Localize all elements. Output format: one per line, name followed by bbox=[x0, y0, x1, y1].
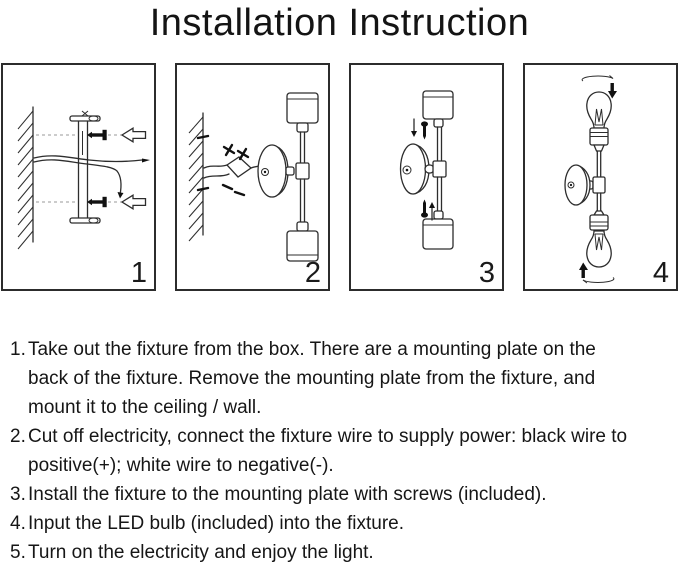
screw-icon bbox=[87, 129, 107, 208]
instruction-number: 1. bbox=[10, 339, 26, 360]
step-panels-row: 1 bbox=[1, 63, 678, 291]
instruction-text: Turn on the electricity and enjoy the li… bbox=[28, 542, 374, 563]
screw-alignment-dashes bbox=[36, 134, 143, 203]
push-direction-arrow-icon bbox=[120, 127, 147, 210]
wire-twist-connection bbox=[203, 143, 274, 197]
edison-bulb-top bbox=[586, 91, 612, 129]
canopy-plate bbox=[564, 164, 591, 206]
instruction-text: Input the LED bulb (included) into the f… bbox=[28, 513, 405, 534]
canopy-plate bbox=[257, 144, 295, 198]
step-1-panel: 1 bbox=[1, 63, 156, 291]
instruction-item-5: 5.Turn on the electricity and enjoy the … bbox=[10, 538, 679, 567]
instruction-item-4: 4.Input the LED bulb (included) into the… bbox=[10, 509, 679, 538]
screw-direction-arrow-icon bbox=[411, 118, 435, 221]
instruction-text: Install the fixture to the mounting plat… bbox=[28, 484, 547, 505]
wire bbox=[33, 155, 150, 199]
edison-bulb-bottom bbox=[586, 230, 612, 268]
bulb-direction-arrow-icon bbox=[579, 83, 617, 278]
step-number: 2 bbox=[304, 257, 321, 289]
step-4-diagram bbox=[564, 75, 617, 284]
step-4-panel: 4 bbox=[523, 63, 678, 291]
fixture-body bbox=[586, 127, 609, 231]
instruction-number: 2. bbox=[10, 426, 26, 447]
mounting-plate bbox=[69, 110, 101, 224]
instruction-item-1: 1.Take out the fixture from the box. The… bbox=[10, 335, 679, 422]
instruction-item-3: 3.Install the fixture to the mounting pl… bbox=[10, 480, 679, 509]
step-number: 3 bbox=[478, 257, 495, 289]
wall-hatching bbox=[188, 112, 210, 242]
plus-polarity-marks bbox=[222, 143, 250, 161]
instruction-item-2: 2.Cut off electricity, connect the fixtu… bbox=[10, 422, 679, 480]
screw-icon bbox=[421, 121, 428, 218]
instruction-text: Cut off electricity, connect the fixture… bbox=[28, 426, 628, 476]
step-3-panel: 3 bbox=[349, 63, 504, 291]
canopy-plate bbox=[399, 143, 430, 195]
fixture-body bbox=[286, 92, 319, 262]
wall-hatching bbox=[17, 106, 34, 250]
instruction-number: 3. bbox=[10, 484, 26, 505]
step-2-panel: 2 bbox=[175, 63, 330, 291]
minus-polarity-marks bbox=[221, 183, 246, 197]
instruction-text: Take out the fixture from the box. There… bbox=[28, 339, 596, 418]
rotation-arrow-icon bbox=[581, 75, 615, 284]
step-3-diagram bbox=[399, 90, 454, 250]
instruction-number: 5. bbox=[10, 542, 26, 563]
instruction-list: 1.Take out the fixture from the box. The… bbox=[0, 335, 679, 567]
instruction-number: 4. bbox=[10, 513, 26, 534]
step-number: 1 bbox=[130, 257, 147, 289]
fixture-body bbox=[422, 90, 454, 250]
step-number: 4 bbox=[652, 257, 669, 289]
page-title: Installation Instruction bbox=[149, 2, 530, 44]
step-2-diagram bbox=[188, 92, 319, 262]
step-1-diagram bbox=[17, 106, 150, 250]
